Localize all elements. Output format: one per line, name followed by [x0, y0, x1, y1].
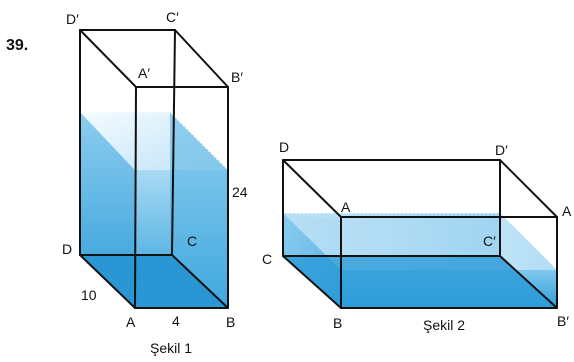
figure1-caption: Şekil 1: [150, 340, 192, 356]
figure2-edges: [282, 159, 558, 309]
figure1-water-surface-edge: [80, 111, 229, 171]
figure1-water-back-face: [170, 112, 228, 308]
figure2-label-A: A: [341, 199, 351, 215]
problem-number: 39.: [6, 37, 28, 54]
figure2-water-back-face: [283, 213, 500, 256]
figure2-caption: Şekil 2: [423, 317, 465, 333]
figure1-water: [80, 111, 229, 308]
figure1-label-C: C: [187, 233, 197, 249]
figure1-label-D: D: [62, 241, 72, 257]
figure2-label-A2: A: [562, 203, 572, 219]
figure2-label-B: B: [333, 315, 342, 331]
figure1-bottom-face: [79, 254, 229, 309]
figure1-label-Bprime: B′: [231, 69, 243, 85]
figure1-dim-height: 24: [232, 184, 248, 200]
figure2-top-face: [282, 159, 558, 218]
figure2-bottom-face: [282, 255, 558, 309]
figure1: D′ C′ A′ B′ D C A B 24 10 4 Şekil 1: [62, 9, 248, 356]
figure1-edge-CprimeC: [171, 29, 176, 256]
figure1-water-bottom: [80, 255, 228, 308]
figure2-water-bottom: [283, 256, 557, 308]
figure1-dim-depth: 10: [81, 287, 97, 303]
figure2-label-Cprime: C′: [483, 233, 496, 249]
figure2-label-D: D: [279, 139, 289, 155]
figure2-label-Bprime: B′: [557, 313, 569, 329]
figure2-label-C: C: [262, 251, 272, 267]
figure1-edges: [79, 29, 229, 309]
figure1-edge-AprimeA: [134, 86, 137, 309]
figure1-label-A: A: [126, 314, 136, 330]
figure1-label-Aprime: A′: [138, 65, 150, 81]
figure2-label-Dprime: D′: [495, 142, 508, 158]
figure1-label-B: B: [226, 314, 235, 330]
figure1-top-face: [79, 29, 229, 88]
figure1-label-Cprime: C′: [166, 9, 179, 25]
figure1-label-Dprime: D′: [66, 11, 79, 27]
figure2: D D′ A A C C′ B B′ Şekil 2: [262, 139, 572, 333]
figure1-dim-width: 4: [172, 313, 180, 329]
